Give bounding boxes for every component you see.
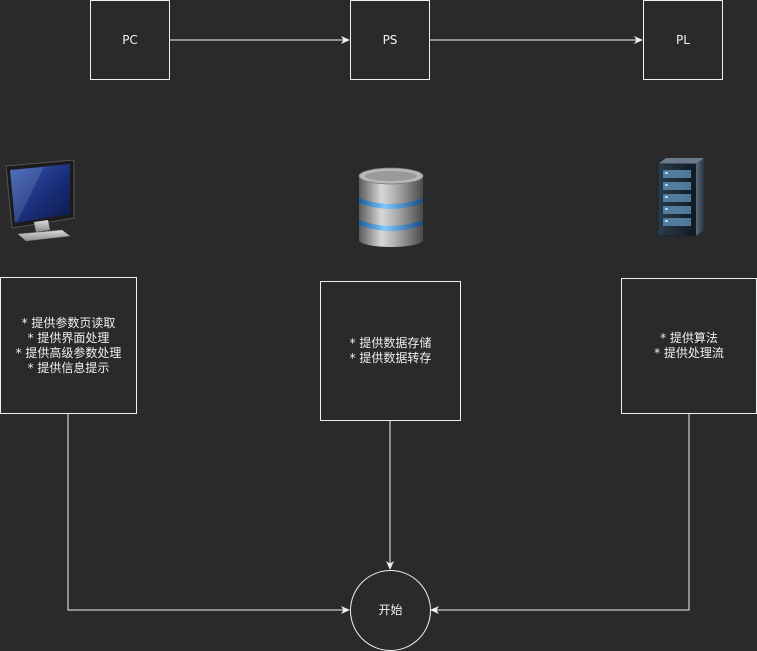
pl-node-label: PL xyxy=(676,32,690,47)
pc-description-box[interactable]: * 提供参数页读取 * 提供界面处理 * 提供高级参数处理 * 提供信息提示 xyxy=(0,277,137,414)
ps-desc-line: * 提供数据转存 xyxy=(349,351,432,365)
ps-node-label: PS xyxy=(382,32,398,47)
pl-desc-line: * 提供处理流 xyxy=(654,346,724,360)
edge-pl-desc-to-start[interactable] xyxy=(430,413,690,614)
start-node[interactable]: 开始 xyxy=(350,570,431,651)
pl-node[interactable]: PL xyxy=(643,0,723,80)
ps-description-box[interactable]: * 提供数据存储 * 提供数据转存 xyxy=(320,281,461,421)
ps-desc-line: * 提供数据存储 xyxy=(349,336,432,350)
pc-node[interactable]: PC xyxy=(90,0,170,80)
pc-desc-line: * 提供界面处理 xyxy=(27,330,110,345)
pc-node-label: PC xyxy=(122,32,138,47)
database-icon[interactable] xyxy=(356,166,426,248)
ps-node[interactable]: PS xyxy=(350,0,430,80)
pc-desc-line: * 提供信息提示 xyxy=(27,360,110,375)
pc-desc-line: * 提供高级参数处理 xyxy=(15,345,122,360)
monitor-icon[interactable] xyxy=(4,160,76,242)
server-rack-icon[interactable] xyxy=(654,156,708,238)
pc-desc-line: * 提供参数页读取 xyxy=(21,315,116,330)
pl-description-box[interactable]: * 提供算法 * 提供处理流 xyxy=(621,278,757,414)
start-node-label: 开始 xyxy=(378,603,403,617)
pl-desc-line: * 提供算法 xyxy=(660,331,718,345)
edge-pc-desc-to-start[interactable] xyxy=(67,413,350,614)
